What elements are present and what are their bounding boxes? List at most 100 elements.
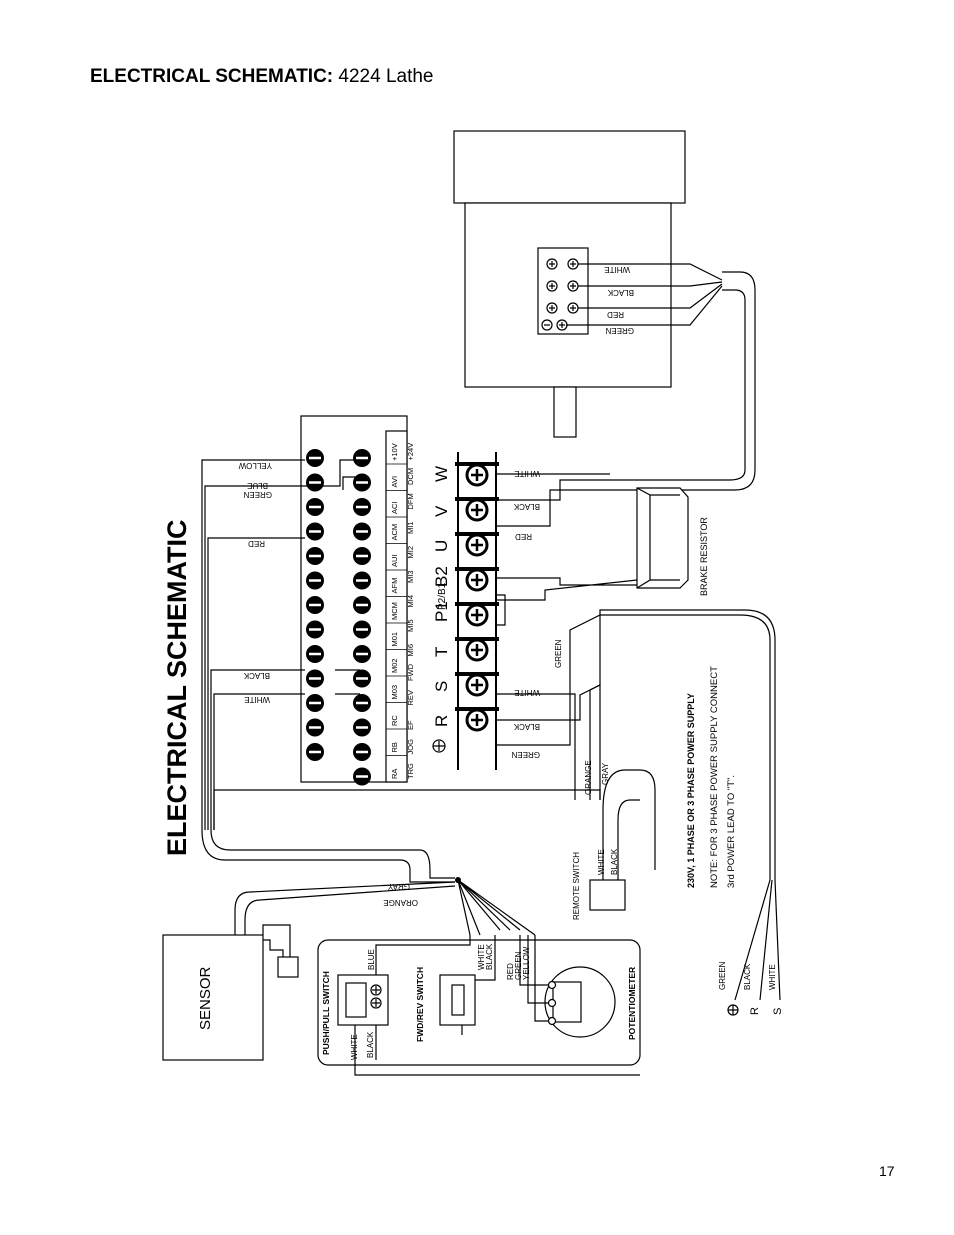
- svg-text:BLACK: BLACK: [366, 1031, 375, 1058]
- supply-note-line1: NOTE: FOR 3 PHASE POWER SUPPLY CONNECT: [709, 666, 720, 888]
- control-top-label: ACM: [390, 524, 399, 541]
- control-screw: [306, 547, 324, 565]
- brake-resistor: BRAKE RESISTOR: [636, 487, 709, 596]
- power-terminals: [455, 462, 499, 732]
- svg-text:RED: RED: [248, 539, 265, 548]
- control-bottom-label: MI2: [406, 546, 415, 559]
- schematic-heading: ELECTRICAL SCHEMATIC: [162, 520, 192, 857]
- control-terminal-block: RARBRCM03M02M01MCMAFMAUIACMACIAVI+10VTRG…: [300, 415, 415, 786]
- svg-text:WHITE: WHITE: [604, 265, 630, 274]
- supply-title: 230V, 1 PHASE OR 3 PHASE POWER SUPPLY: [686, 693, 696, 888]
- svg-text:WHITE: WHITE: [514, 688, 540, 697]
- svg-text:BLACK: BLACK: [243, 671, 270, 680]
- power-terminal: [455, 567, 499, 592]
- control-top-label: AVI: [390, 476, 399, 488]
- control-top-label: +10V: [390, 443, 399, 461]
- svg-text:BLACK: BLACK: [610, 848, 619, 875]
- p1-p2-jumper: [496, 594, 506, 626]
- power-terminal: [455, 532, 499, 557]
- control-screw: [306, 620, 324, 639]
- control-screw: [306, 473, 324, 492]
- control-top-label: AFM: [390, 578, 399, 594]
- power-terminal-label: S: [432, 681, 451, 692]
- control-screw: [306, 669, 324, 688]
- control-bottom-label: TRG: [406, 763, 415, 779]
- control-screw: [353, 743, 371, 761]
- control-bottom-label: DFM: [406, 493, 415, 509]
- control-wires: [201, 459, 305, 830]
- svg-text:BLUE: BLUE: [247, 481, 268, 490]
- svg-text:WHITE: WHITE: [514, 469, 540, 478]
- control-screw: [353, 694, 371, 712]
- brake-resistor-label: BRAKE RESISTOR: [699, 517, 709, 596]
- motor-shaft: [553, 386, 577, 438]
- svg-text:YELLOW: YELLOW: [238, 461, 272, 470]
- svg-text:BLUE: BLUE: [367, 949, 376, 970]
- power-terminal-label: P1: [432, 601, 451, 622]
- control-top-label: MCM: [390, 602, 399, 620]
- svg-text:GREEN: GREEN: [718, 961, 727, 990]
- svg-text:RED: RED: [506, 963, 515, 980]
- control-screw: [306, 596, 324, 614]
- control-labels: RARBRCM03M02M01MCMAFMAUIACMACIAVI+10VTRG…: [386, 443, 415, 783]
- control-top-label: RA: [390, 769, 399, 779]
- control-top-label: M03: [390, 685, 399, 700]
- control-screw: [306, 645, 324, 663]
- control-screw: [353, 498, 371, 516]
- control-wire-labels: YELLOW BLUE GREEN RED BLACK WHITE: [238, 461, 272, 704]
- power-terminal: [455, 497, 499, 522]
- control-screw: [353, 620, 371, 639]
- potentiometer-label: POTENTIOMETER: [627, 967, 637, 1040]
- sensor-connector: [277, 956, 299, 978]
- control-screw: [306, 694, 324, 712]
- svg-text:GREEN: GREEN: [514, 951, 523, 980]
- svg-text:RED: RED: [515, 532, 532, 541]
- control-screw: [306, 571, 324, 590]
- control-screw: [306, 498, 324, 516]
- control-bottom-label: JOG: [406, 739, 415, 755]
- remote-switch: REMOTE SWITCH WHITE BLACK: [572, 769, 656, 920]
- power-terminal: [455, 602, 499, 627]
- svg-text:GREEN: GREEN: [554, 639, 563, 668]
- ground-lead: [496, 614, 771, 880]
- svg-text:GREEN: GREEN: [243, 490, 272, 499]
- power-terminal-label: W: [432, 466, 451, 482]
- power-terminal: [455, 707, 499, 732]
- control-top-label: ACI: [390, 501, 399, 514]
- power-terminal-label: R: [432, 715, 451, 727]
- svg-text:GREEN: GREEN: [511, 750, 540, 759]
- control-screw: [353, 767, 371, 786]
- motor-leads: [566, 263, 723, 326]
- control-bottom-label: +24V: [406, 443, 415, 461]
- svg-text:GREEN: GREEN: [605, 326, 634, 335]
- svg-text:ORANGE: ORANGE: [584, 760, 593, 795]
- svg-text:RED: RED: [607, 310, 624, 319]
- control-bottom-label: MI3: [406, 570, 415, 583]
- svg-text:WHITE: WHITE: [768, 964, 777, 990]
- control-top-label: M01: [390, 632, 399, 647]
- control-screw: [353, 522, 371, 541]
- control-top-label: RB: [390, 742, 399, 752]
- control-screw: [353, 596, 371, 614]
- remote-switch-label: REMOTE SWITCH: [572, 852, 581, 920]
- svg-text:BLACK: BLACK: [743, 963, 752, 990]
- control-screw: [306, 743, 324, 761]
- control-screw: [353, 571, 371, 590]
- power-terminal: [455, 637, 499, 662]
- motor: [453, 130, 756, 491]
- ground-symbol: [432, 739, 446, 753]
- svg-text:BLACK: BLACK: [513, 502, 540, 511]
- control-bottom-label: EF: [406, 720, 415, 730]
- svg-text:GRAY: GRAY: [601, 762, 610, 785]
- svg-text:BLACK: BLACK: [485, 943, 494, 970]
- power-terminal-label: B2: [432, 566, 451, 587]
- control-screw: [306, 449, 324, 467]
- fwd-rev-switch-label: FWD/REV SWITCH: [415, 967, 425, 1042]
- svg-text:WHITE: WHITE: [477, 944, 486, 970]
- sensor-label: SENSOR: [197, 966, 214, 1030]
- control-top-label: RC: [390, 715, 399, 726]
- page-number: 17: [879, 1163, 895, 1179]
- control-panel: PUSH/PULL SWITCH FWD/REV SWITCH POTENTIO…: [317, 935, 641, 1076]
- power-terminal-label: T: [432, 647, 451, 657]
- svg-text:BLACK: BLACK: [607, 288, 634, 297]
